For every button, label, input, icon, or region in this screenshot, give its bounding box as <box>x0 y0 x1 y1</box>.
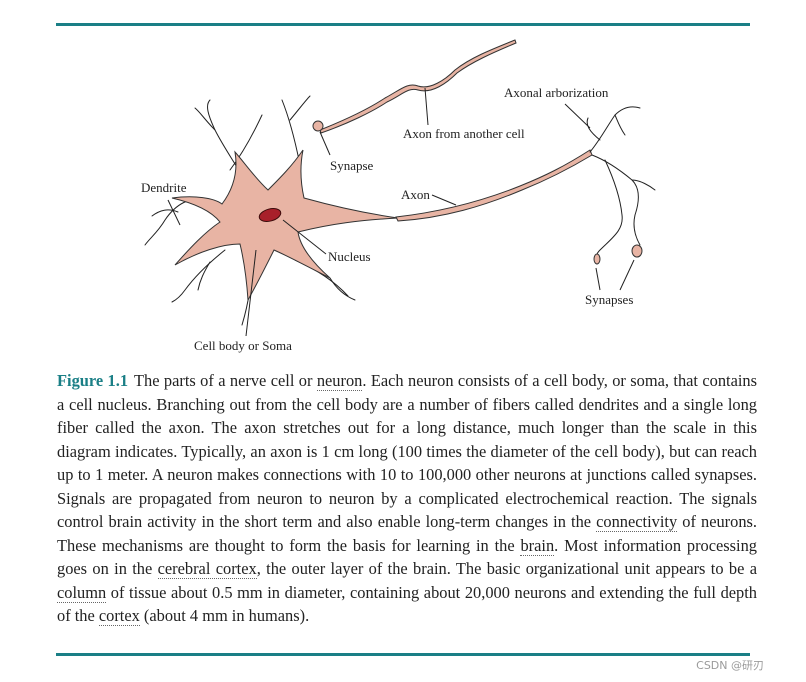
watermark: CSDN @研刃 <box>696 659 764 672</box>
label-cell-body: Cell body or Soma <box>194 338 292 353</box>
axon-from-another-cell-fiber <box>319 39 517 134</box>
label-nucleus: Nucleus <box>328 249 371 264</box>
glossary-link-neuron[interactable]: neuron <box>316 371 363 391</box>
nucleus-shape <box>258 208 282 222</box>
caption-text: of tissue about 0.5 mm in diameter, cont… <box>57 582 757 626</box>
caption-text: . Each neuron consists of a cell body, o… <box>57 371 757 531</box>
caption-text: of neurons. These mechanisms are thought… <box>57 512 757 555</box>
cell-body-soma <box>171 149 399 302</box>
figure-caption: Figure 1.1 The parts of a nerve cell or n… <box>57 369 757 628</box>
caption-text: , the outer layer of the brain. The basi… <box>256 559 757 578</box>
glossary-link-column[interactable]: column <box>57 582 107 603</box>
glossary-link-connectivity[interactable]: connectivity <box>596 512 678 532</box>
leader-lines <box>167 87 635 337</box>
label-axonal-arborization: Axonal arborization <box>504 85 609 100</box>
label-synapse: Synapse <box>330 158 374 173</box>
synapse-bulb <box>312 120 324 132</box>
label-axon-from-another-cell: Axon from another cell <box>403 126 525 141</box>
top-rule <box>56 23 750 26</box>
caption-text: (about 4 mm in humans). <box>139 606 310 625</box>
label-dendrite: Dendrite <box>141 180 187 195</box>
label-synapses: Synapses <box>585 292 634 307</box>
figure-label: Figure 1.1 <box>57 371 129 390</box>
synapse-terminal-1 <box>593 253 601 265</box>
caption-text: The parts of a nerve cell or <box>134 371 317 390</box>
glossary-link-cortex[interactable]: cortex <box>98 606 140 626</box>
axonal-arborization <box>586 106 656 259</box>
glossary-link-cerebral-cortex[interactable]: cerebral cortex <box>157 559 257 579</box>
bottom-rule <box>56 653 750 656</box>
synapse-terminal-2 <box>631 244 643 258</box>
caption-text: . Most information processing goes on in… <box>57 535 757 579</box>
axon-fiber <box>395 149 593 222</box>
glossary-link-brain[interactable]: brain <box>520 535 555 556</box>
neuron-diagram <box>144 39 656 337</box>
label-axon: Axon <box>401 187 430 202</box>
